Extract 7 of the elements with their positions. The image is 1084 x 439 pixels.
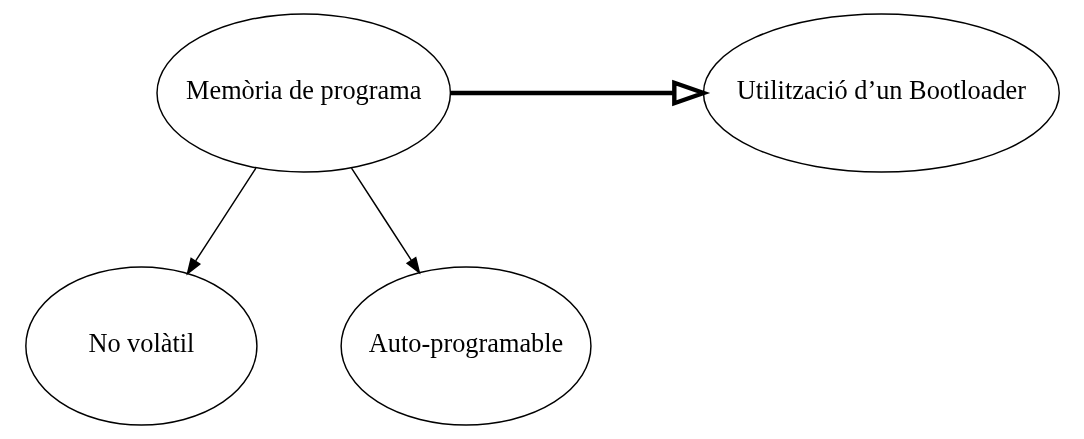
node-ellipse: Memòria de programa xyxy=(155,13,451,173)
node-ellipse: No volàtil xyxy=(24,266,258,426)
node-ellipse: Auto-programable xyxy=(339,266,592,426)
arrow xyxy=(185,167,257,276)
node-ellipse: Utilització d’un Bootloader xyxy=(702,13,1060,173)
arrow xyxy=(450,79,710,107)
arrow xyxy=(350,167,421,275)
